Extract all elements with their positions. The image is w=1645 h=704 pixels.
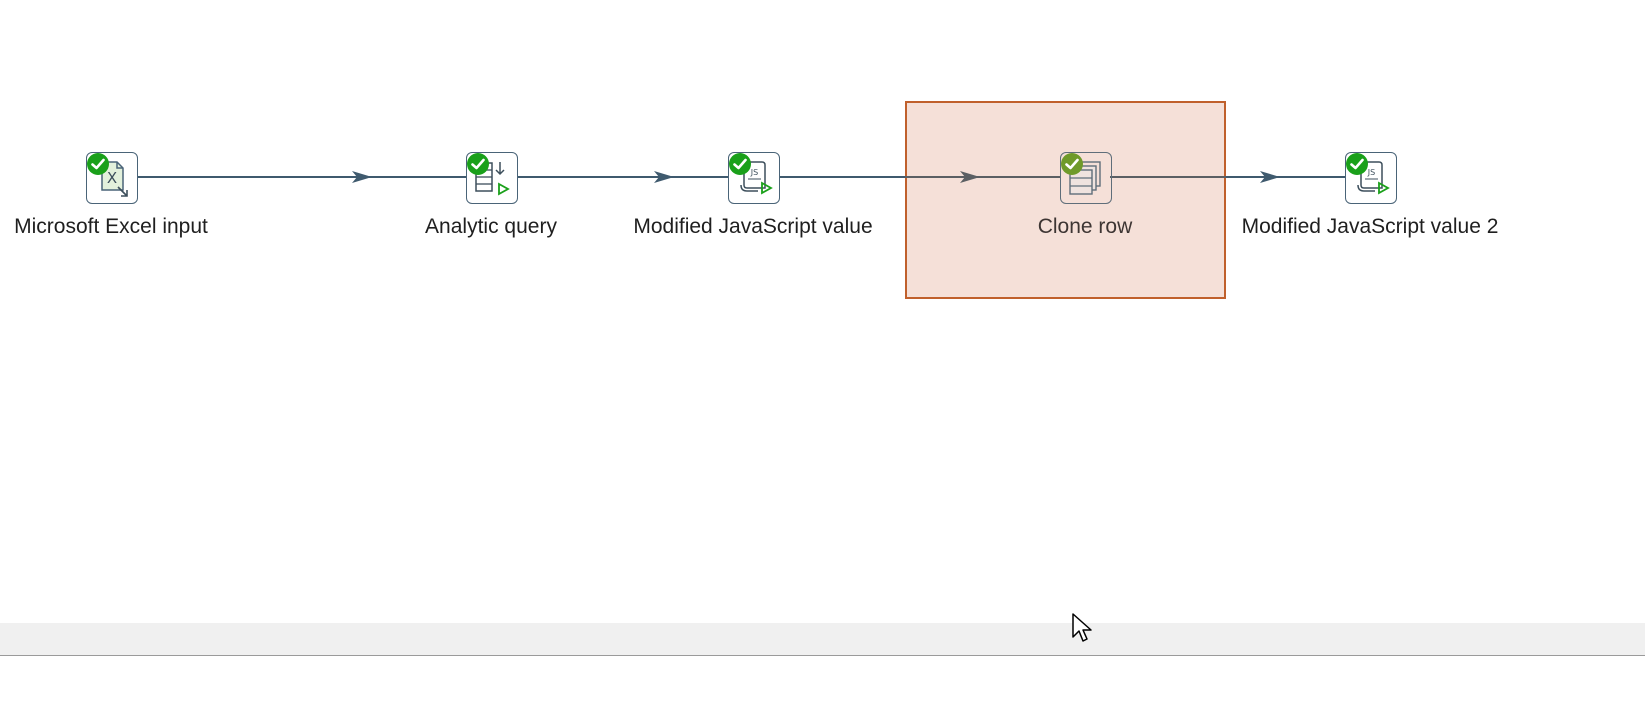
js-icon-glyph: JS [750, 168, 758, 177]
step-excel-input[interactable]: X [86, 152, 138, 204]
mouse-pointer-icon [1072, 613, 1092, 642]
transformation-canvas[interactable]: X Microsoft Excel input Analytic query [0, 0, 1645, 623]
step-analytic-query[interactable] [466, 152, 518, 204]
step-js-value-label: Modified JavaScript value [633, 215, 873, 238]
step-clone-row[interactable] [1060, 152, 1112, 204]
status-ok-icon [467, 153, 489, 175]
js-icon-glyph: JS [1367, 168, 1375, 177]
status-ok-icon [1061, 153, 1083, 175]
status-ok-icon [729, 153, 751, 175]
step-js-value-2[interactable]: JS [1345, 152, 1397, 204]
step-js-value-2-label: Modified JavaScript value 2 [1241, 215, 1499, 238]
hop-layer [138, 171, 1345, 183]
step-clone-row-label: Clone row [1037, 215, 1133, 238]
step-js-value[interactable]: JS [728, 152, 780, 204]
clone-row-icon [1069, 161, 1101, 195]
excel-icon-glyph: X [107, 169, 117, 187]
status-ok-icon [1346, 153, 1368, 175]
status-ok-icon [87, 153, 109, 175]
excel-input-icon: X [101, 161, 128, 197]
step-analytic-query-label: Analytic query [425, 215, 557, 238]
panel-divider [0, 655, 1645, 656]
horizontal-scrollbar-track[interactable] [0, 623, 1645, 655]
step-excel-input-label: Microsoft Excel input [14, 215, 208, 238]
step-clone-row-box [1060, 152, 1112, 204]
